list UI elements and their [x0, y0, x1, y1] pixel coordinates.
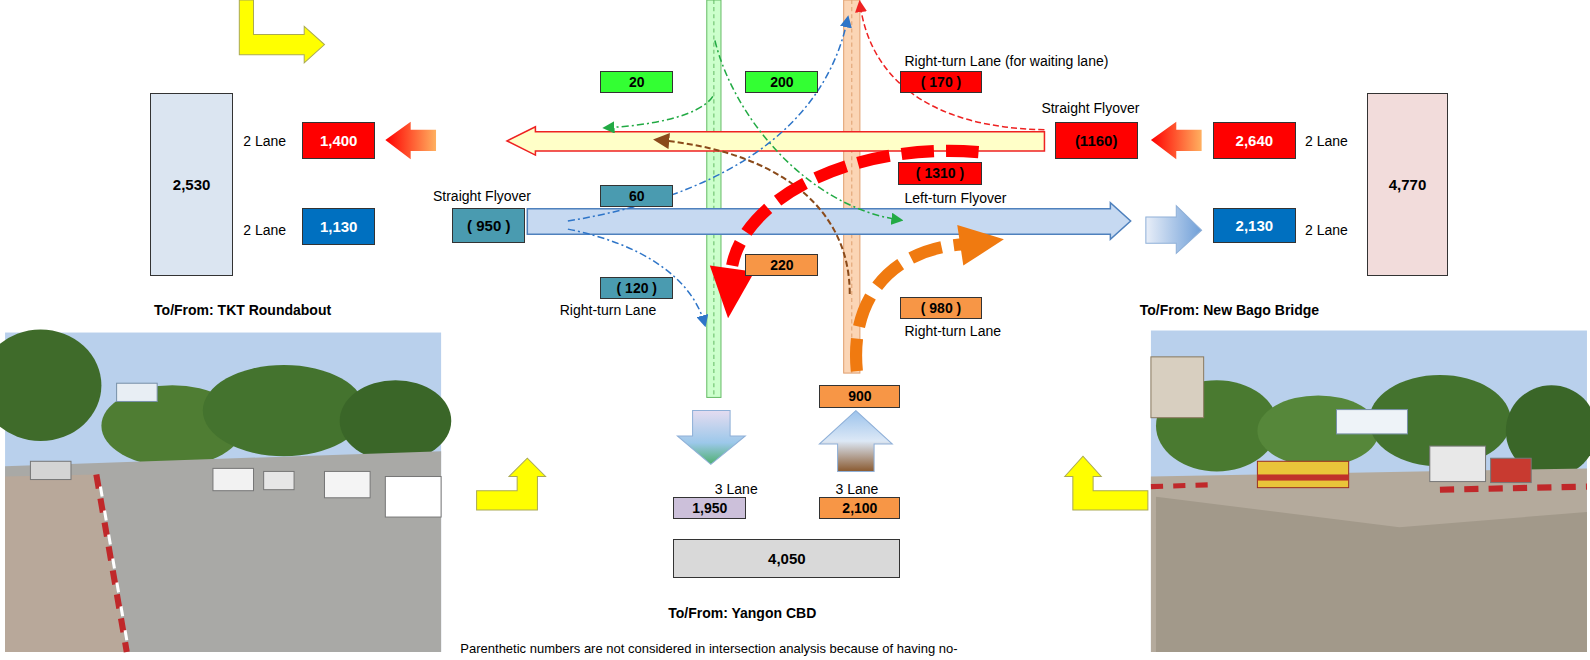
volume-number: 4,050 — [768, 550, 806, 567]
lane-centerline — [851, 0, 852, 373]
tree — [203, 365, 365, 456]
annotation-label: Straight Flyover — [1039, 100, 1141, 116]
flow-volume-box: 220 — [745, 254, 818, 276]
kerb — [96, 474, 126, 651]
volume-number: 20 — [629, 74, 645, 90]
volume-number: 1,950 — [692, 500, 727, 516]
flow-volume-box: 900 — [819, 385, 900, 407]
flow-volume-box: 2,130 — [1213, 208, 1296, 243]
vehicle — [324, 471, 370, 497]
billboard — [1336, 410, 1407, 434]
sidewalk — [5, 474, 127, 651]
volume-number: 2,130 — [1236, 217, 1274, 234]
bus-stripe — [1257, 474, 1348, 480]
volume-number: ( 170 ) — [921, 74, 961, 90]
flow-volume-box: 4,770 — [1367, 93, 1448, 276]
annotation-label: Straight Flyover — [431, 188, 533, 204]
volume-number: ( 120 ) — [617, 280, 657, 296]
volume-number: 200 — [770, 74, 793, 90]
flow-volume-box: 2,530 — [150, 93, 233, 276]
vehicle — [264, 471, 294, 489]
volume-number: 1,400 — [320, 132, 358, 149]
flow-volume-box: 1,400 — [302, 122, 375, 160]
turn-flow — [605, 96, 712, 127]
annotation-label: To/From: Yangon CBD — [666, 605, 818, 621]
vehicle — [30, 461, 71, 479]
road-shadow — [1156, 497, 1587, 652]
volume-number: 220 — [770, 257, 793, 273]
kerb — [1151, 485, 1217, 487]
volume-number: 1,130 — [320, 218, 358, 235]
annotation-label: 2 Lane — [1303, 133, 1350, 149]
flow-volume-box: (1160) — [1055, 122, 1138, 160]
annotation-label: Right-turn Lane — [902, 323, 1003, 339]
volume-number: ( 1310 ) — [916, 165, 964, 181]
flow-volume-box: ( 1310 ) — [898, 162, 981, 184]
flow-volume-box: 2,100 — [819, 497, 900, 519]
kerb — [98, 474, 128, 651]
view-arrow — [239, 0, 324, 63]
volume-number: 4,770 — [1389, 176, 1427, 193]
flow-volume-box: ( 980 ) — [900, 297, 981, 319]
sky — [1151, 331, 1587, 652]
approach-arrow — [1151, 122, 1202, 160]
vehicle — [385, 476, 441, 517]
annotation-label: To/From: TKT Roundabout — [152, 302, 333, 318]
flow-volume-box: ( 950 ) — [452, 208, 525, 243]
approach-arrow — [1146, 206, 1202, 254]
approach-arrow — [677, 411, 745, 465]
flow-volume-box: ( 170 ) — [900, 71, 981, 93]
lane-centerline — [713, 0, 714, 397]
flow-volume-box: 4,050 — [673, 539, 900, 578]
annotation-label: Parenthetic numbers are not considered i… — [458, 641, 959, 657]
flow-volume-box: 60 — [600, 185, 673, 207]
site-photo — [1151, 331, 1590, 652]
annotation-label: 3 Lane — [713, 481, 760, 497]
truck — [1430, 446, 1486, 481]
volume-number: 2,100 — [842, 500, 877, 516]
volume-number: 2,530 — [173, 176, 211, 193]
road — [1151, 468, 1587, 652]
view-arrow — [1065, 456, 1148, 510]
flow-volume-box: 1,130 — [302, 208, 375, 246]
tree — [0, 329, 101, 441]
kerb — [1440, 487, 1587, 490]
turn-flow — [568, 18, 848, 221]
approach-arrow — [385, 122, 436, 160]
billboard — [117, 383, 158, 401]
flow-volume-box: 2,640 — [1213, 122, 1296, 160]
view-arrow — [477, 458, 546, 510]
flow-volume-box: 20 — [600, 71, 673, 93]
vehicle — [213, 468, 254, 490]
billboard — [1151, 357, 1204, 418]
site-photo — [0, 329, 451, 651]
annotation-label: Right-turn Lane (for waiting lane) — [902, 53, 1110, 69]
tree — [340, 380, 452, 461]
flow-volume-box: 1,950 — [673, 497, 746, 519]
flow-volume-box: 200 — [745, 71, 818, 93]
annotation-label: 3 Lane — [834, 481, 881, 497]
bus — [1257, 461, 1348, 487]
volume-number: (1160) — [1075, 132, 1118, 149]
arrow-head — [957, 225, 1004, 266]
southbound-lane — [707, 0, 721, 397]
volume-number: ( 950 ) — [467, 217, 510, 234]
truck — [1491, 458, 1532, 482]
annotation-label: To/From: New Bago Bridge — [1138, 302, 1321, 318]
annotation-label: 2 Lane — [241, 133, 288, 149]
road — [5, 451, 441, 652]
annotation-label: 2 Lane — [1303, 222, 1350, 238]
volume-number: 2,640 — [1236, 132, 1274, 149]
annotation-label: 2 Lane — [241, 222, 288, 238]
annotation-label: Right-turn Lane — [558, 302, 659, 318]
flow-volume-box: ( 120 ) — [600, 277, 673, 299]
annotation-label: Left-turn Flyover — [902, 190, 1008, 206]
volume-number: 60 — [629, 188, 645, 204]
volume-number: ( 980 ) — [921, 300, 961, 316]
approach-arrow — [819, 411, 892, 472]
turn-flow — [715, 41, 901, 220]
volume-number: 900 — [848, 388, 871, 404]
